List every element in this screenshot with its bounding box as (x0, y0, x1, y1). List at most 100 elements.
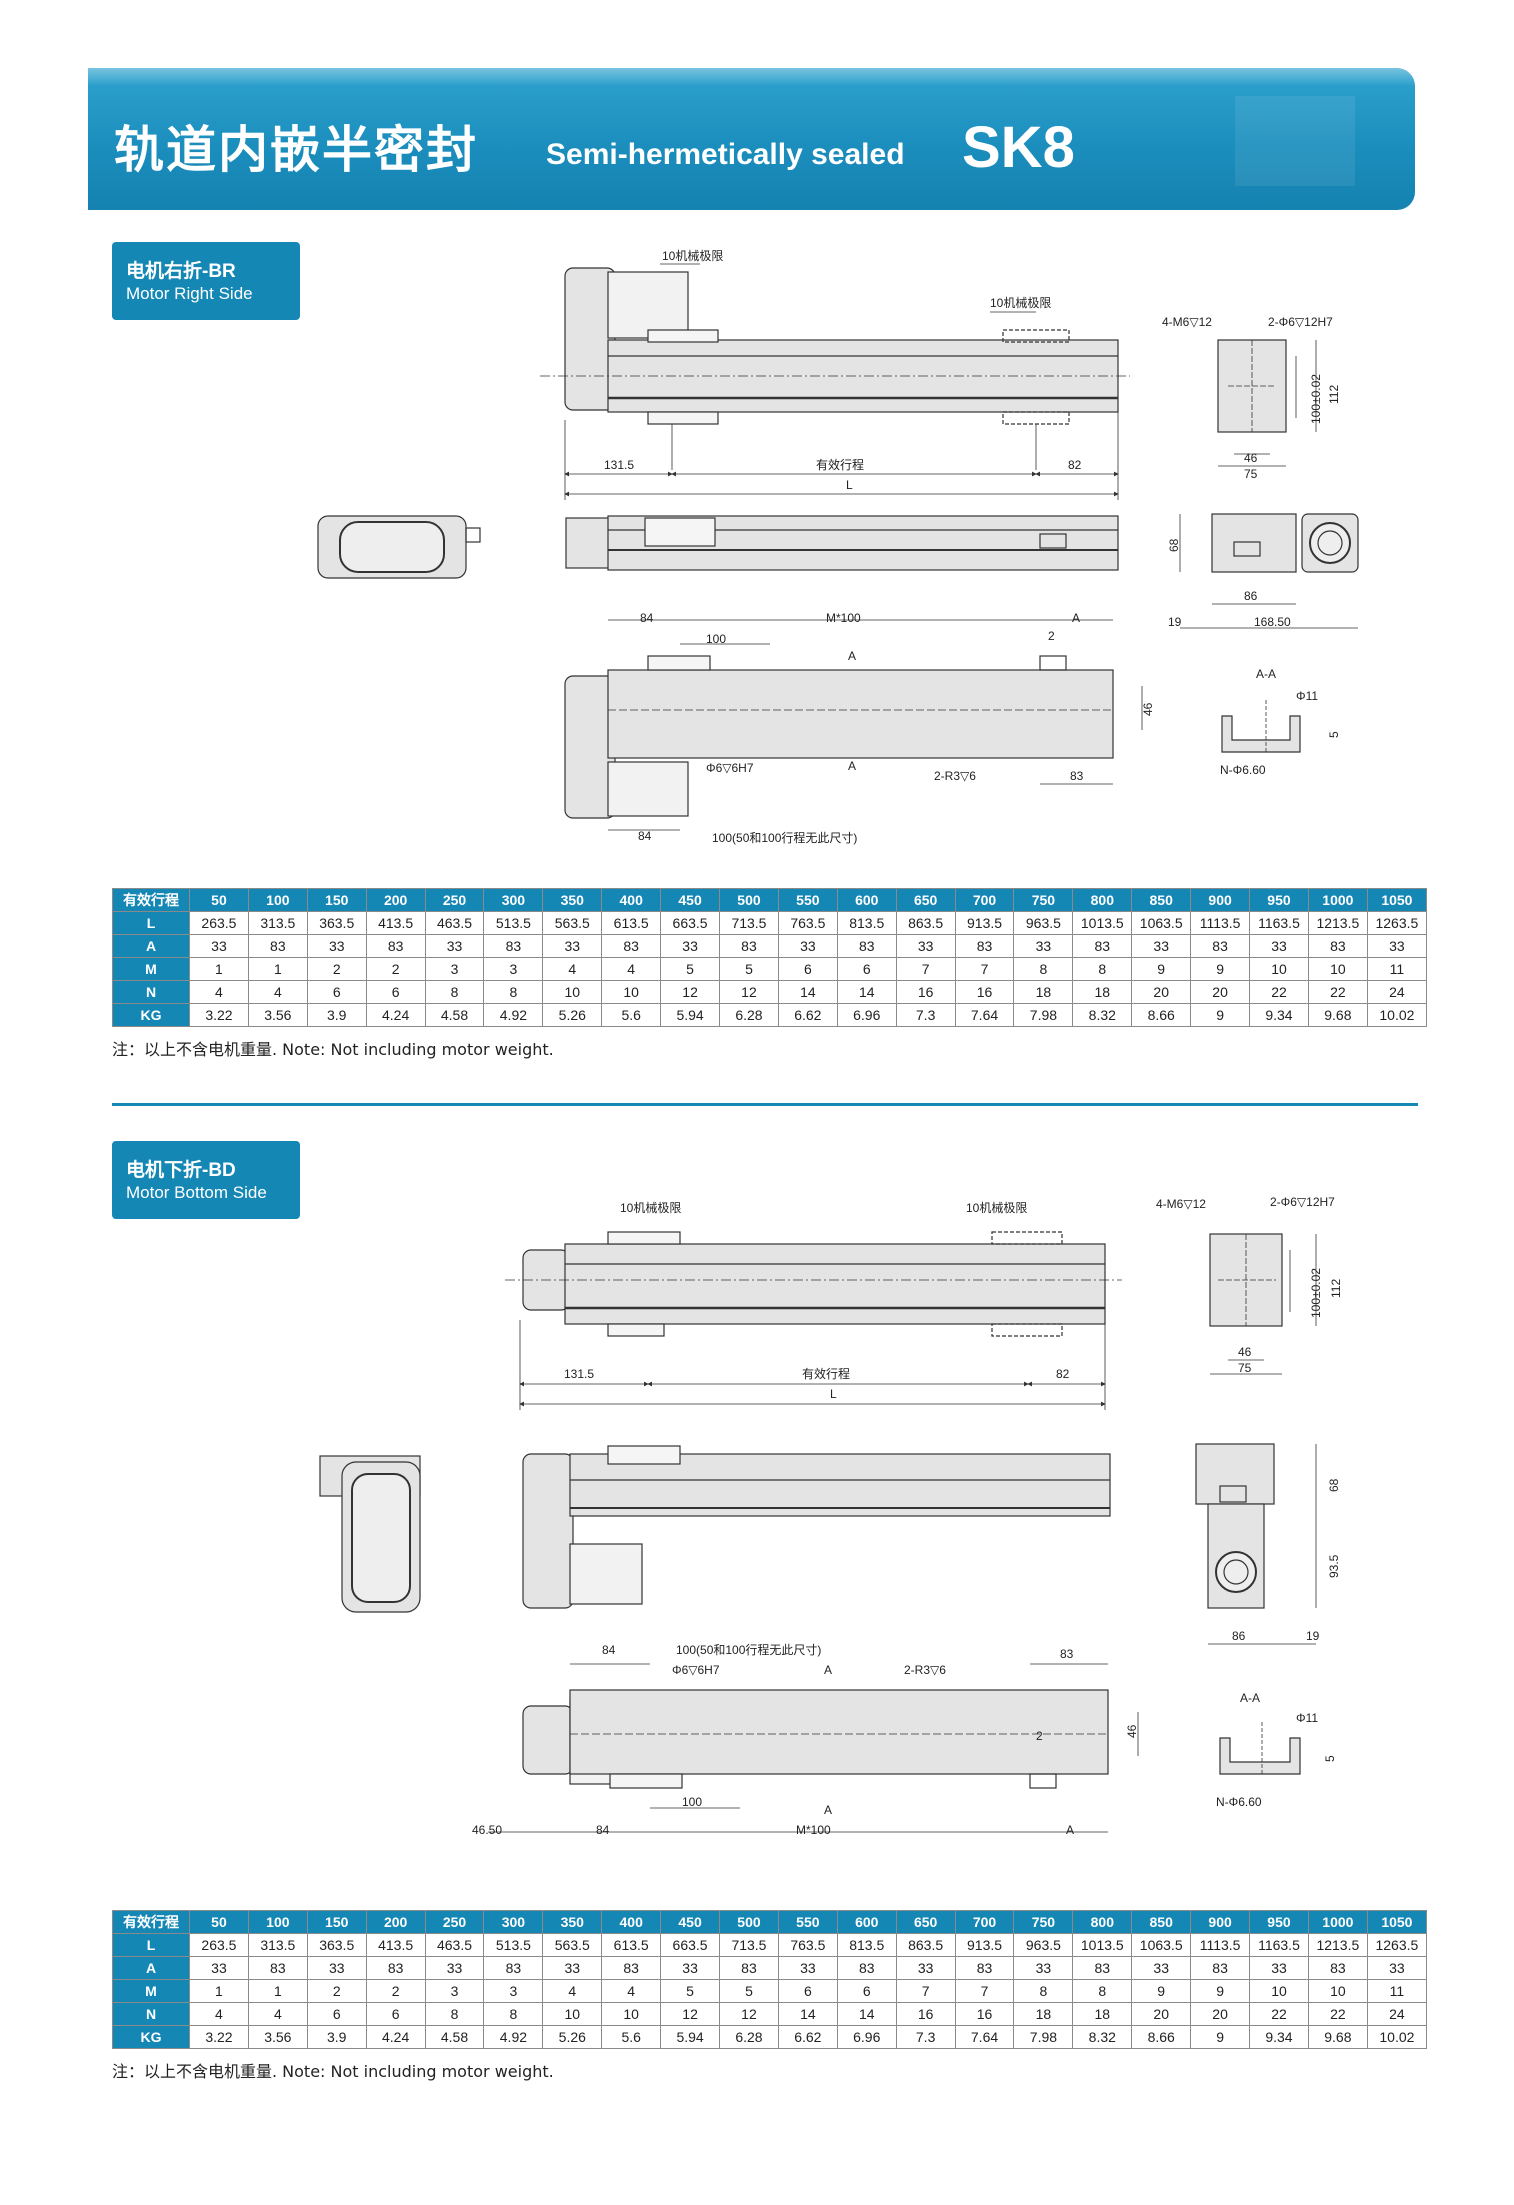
table-cell: 6.28 (719, 2025, 779, 2049)
table-cell: 有效行程 (112, 1910, 190, 1934)
table-cell: 10.02 (1366, 2025, 1428, 2049)
br-motor-end-view (1179, 513, 1359, 629)
table-cell: 963.5 (1013, 1933, 1074, 1957)
table-cell: 1113.5 (1190, 911, 1251, 935)
bd-n660: N-Φ6.60 (1216, 1795, 1262, 1809)
table-cell: 16 (954, 2002, 1015, 2026)
table-cell: 22 (1249, 2002, 1309, 2026)
table-cell: KG (112, 2025, 190, 2049)
br-d19: 19 (1168, 615, 1182, 629)
table-cell: 700 (954, 1910, 1015, 1934)
table-cell: 563.5 (542, 1933, 603, 1957)
table-cell: 83 (365, 934, 426, 958)
table-cell: 1163.5 (1249, 911, 1309, 935)
table-cell: 33 (660, 934, 721, 958)
table-cell: 3 (424, 1979, 485, 2003)
table-cell: 18 (1013, 980, 1074, 1004)
table-cell: 450 (660, 1910, 721, 1934)
table-cell: 650 (895, 1910, 956, 1934)
table-cell: 33 (542, 934, 603, 958)
table-cell: 20 (1190, 2002, 1251, 2026)
table-cell: 663.5 (660, 911, 721, 935)
table-cell: 600 (836, 1910, 897, 1934)
table-cell: 9.34 (1249, 2025, 1309, 2049)
section-tag-cn: 电机右折-BR (126, 261, 236, 282)
table-cell: 83 (1072, 1956, 1133, 1980)
table-cell: 14 (836, 2002, 897, 2026)
table-cell: 3 (483, 957, 544, 981)
table-cell: 6.96 (836, 1003, 897, 1027)
bd-a-dim: A (1066, 1823, 1074, 1837)
table-cell: 4.24 (365, 1003, 426, 1027)
br-d100: 100 (706, 632, 726, 646)
br-d46: 46 (1141, 702, 1155, 716)
table-cell: 2 (365, 957, 426, 981)
table-cell: 463.5 (424, 911, 485, 935)
table-cell: 10 (601, 2002, 662, 2026)
table-cell: 9.68 (1307, 1003, 1368, 1027)
table-cell: 33 (1249, 934, 1309, 958)
bd-bottom-view (488, 1663, 1139, 1833)
br-motor-side-view (317, 515, 481, 579)
br-d83: 83 (1070, 769, 1084, 783)
br-stroke-note: 100(50和100行程无此尺寸) (712, 830, 857, 845)
section-tag-cn: 电机下折-BD (126, 1160, 236, 1181)
bd-side-view (522, 1445, 1111, 1609)
table-cell: 9 (1190, 957, 1251, 981)
table-cell: 1013.5 (1072, 911, 1133, 935)
table-cell: 3.22 (189, 2025, 249, 2049)
table-cell: 83 (1072, 934, 1133, 958)
bd-limit-right: 10机械极限 (966, 1200, 1027, 1215)
table-cell: 863.5 (895, 911, 956, 935)
table-cell: 1 (247, 1979, 308, 2003)
table-cell: 83 (601, 934, 662, 958)
table-cell: 413.5 (365, 1933, 426, 1957)
br-dim-L: L (846, 478, 853, 492)
table-cell: 33 (895, 934, 956, 958)
bd-d46-50: 46.50 (472, 1823, 502, 1837)
bd-dim-L: L (830, 1387, 837, 1401)
table-cell: 8 (1013, 957, 1074, 981)
table-cell: 313.5 (247, 911, 308, 935)
table-cell: 400 (601, 1910, 662, 1934)
table-cell: 300 (483, 1910, 544, 1934)
table-cell: 4 (247, 980, 308, 1004)
page-title-en: Semi-hermetically sealed (546, 138, 905, 171)
table-cell: 33 (1366, 934, 1428, 958)
note-bd: 注：以上不含电机重量. Note: Not including motor we… (112, 2062, 554, 2081)
table-cell: 263.5 (189, 1933, 249, 1957)
table-cell: 33 (1131, 934, 1192, 958)
banner-decoration (1235, 96, 1355, 186)
bd-d100: 100 (682, 1795, 702, 1809)
bd-r3: 2-R3▽6 (904, 1663, 946, 1677)
table-cell: 10.02 (1366, 1003, 1428, 1027)
br-d168-50: 168.50 (1254, 615, 1291, 629)
table-cell: 33 (306, 1956, 367, 1980)
bd-two: 2 (1036, 1729, 1043, 1743)
table-cell: 83 (719, 934, 779, 958)
bd-motor-end-view (1195, 1443, 1317, 1645)
table-cell: 413.5 (365, 911, 426, 935)
table-cell: 50 (189, 1910, 249, 1934)
table-cell: 4.58 (424, 1003, 485, 1027)
table-cell: 2 (365, 1979, 426, 2003)
table-cell: 750 (1013, 888, 1074, 912)
table-cell: 1213.5 (1307, 1933, 1368, 1957)
br-bottom-view (564, 619, 1143, 831)
table-cell: 463.5 (424, 1933, 485, 1957)
table-cell: 16 (895, 2002, 956, 2026)
table-cell: 20 (1190, 980, 1251, 1004)
table-cell: 4.24 (365, 2025, 426, 2049)
table-cell: 83 (1190, 934, 1251, 958)
table-cell: 11 (1366, 1979, 1428, 2003)
table-cell: 150 (306, 1910, 367, 1934)
bd-motor-front-view (319, 1455, 421, 1613)
table-cell: 913.5 (954, 1933, 1015, 1957)
